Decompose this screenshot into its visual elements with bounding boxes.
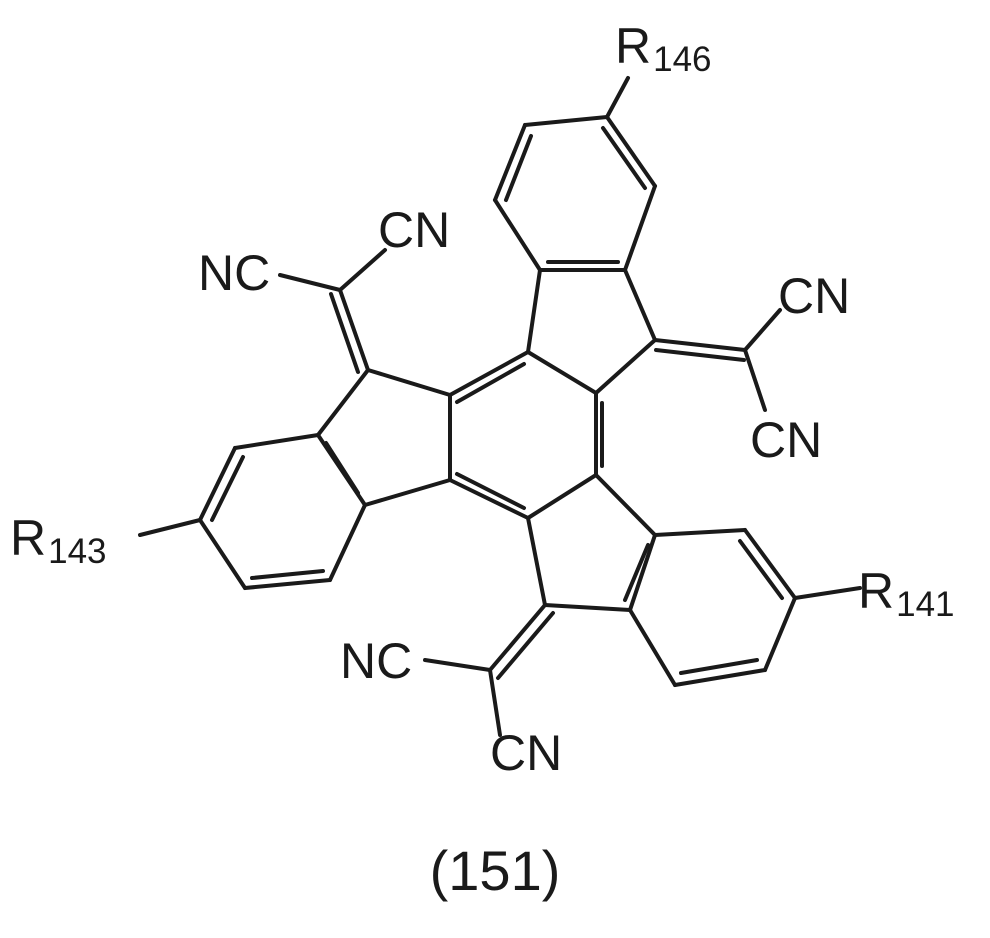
cyano-label-top-left-cn: CN — [378, 202, 450, 258]
five-ring-bottom — [528, 475, 655, 610]
substituent-r143-label: R143 — [10, 510, 107, 571]
substituent-r146-label: R146 — [615, 18, 712, 79]
cyano-label-right-upper: CN — [778, 268, 850, 324]
cyano-label-right-lower: CN — [750, 412, 822, 468]
atom-labels: R146 CN NC CN CN R143 R141 NC CN — [10, 18, 955, 781]
five-ring-top-right — [528, 270, 655, 393]
bond-network — [140, 78, 860, 735]
dicyanomethylene-bottom — [425, 605, 553, 735]
five-ring-left — [318, 370, 450, 505]
dicyanomethylene-right — [655, 310, 780, 410]
dicyanomethylene-top-left — [280, 250, 385, 372]
central-ring — [450, 352, 602, 518]
compound-number-caption: (151) — [430, 839, 561, 902]
cyano-label-bottom-cn: CN — [490, 725, 562, 781]
substituent-r141-label: R141 — [858, 563, 955, 624]
benzene-ring-bottom-right — [625, 530, 860, 685]
cyano-label-bottom-nc: NC — [340, 633, 412, 689]
cyano-label-top-left-nc: NC — [198, 245, 270, 301]
benzene-ring-top — [495, 78, 655, 270]
